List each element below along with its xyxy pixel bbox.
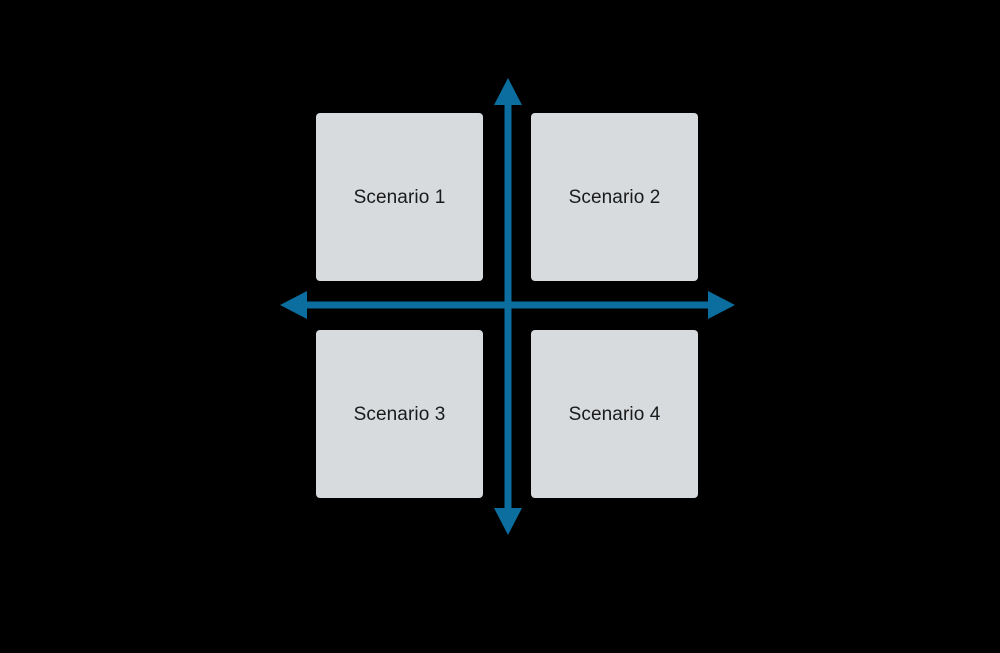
quadrant-box-bottom-left[interactable]: Scenario 3 — [316, 330, 483, 498]
quadrant-label-top-right: Scenario 2 — [568, 186, 661, 208]
quadrant-label-bottom-left: Scenario 3 — [353, 403, 446, 425]
quadrant-box-top-right[interactable]: Scenario 2 — [531, 113, 698, 281]
arrow-left-icon — [280, 291, 307, 319]
quadrant-box-top-left[interactable]: Scenario 1 — [316, 113, 483, 281]
quadrant-label-bottom-right: Scenario 4 — [568, 403, 661, 425]
arrow-down-icon — [494, 508, 522, 535]
arrow-right-icon — [708, 291, 735, 319]
arrow-up-icon — [494, 78, 522, 105]
quadrant-box-bottom-right[interactable]: Scenario 4 — [531, 330, 698, 498]
quadrant-label-top-left: Scenario 1 — [353, 186, 446, 208]
